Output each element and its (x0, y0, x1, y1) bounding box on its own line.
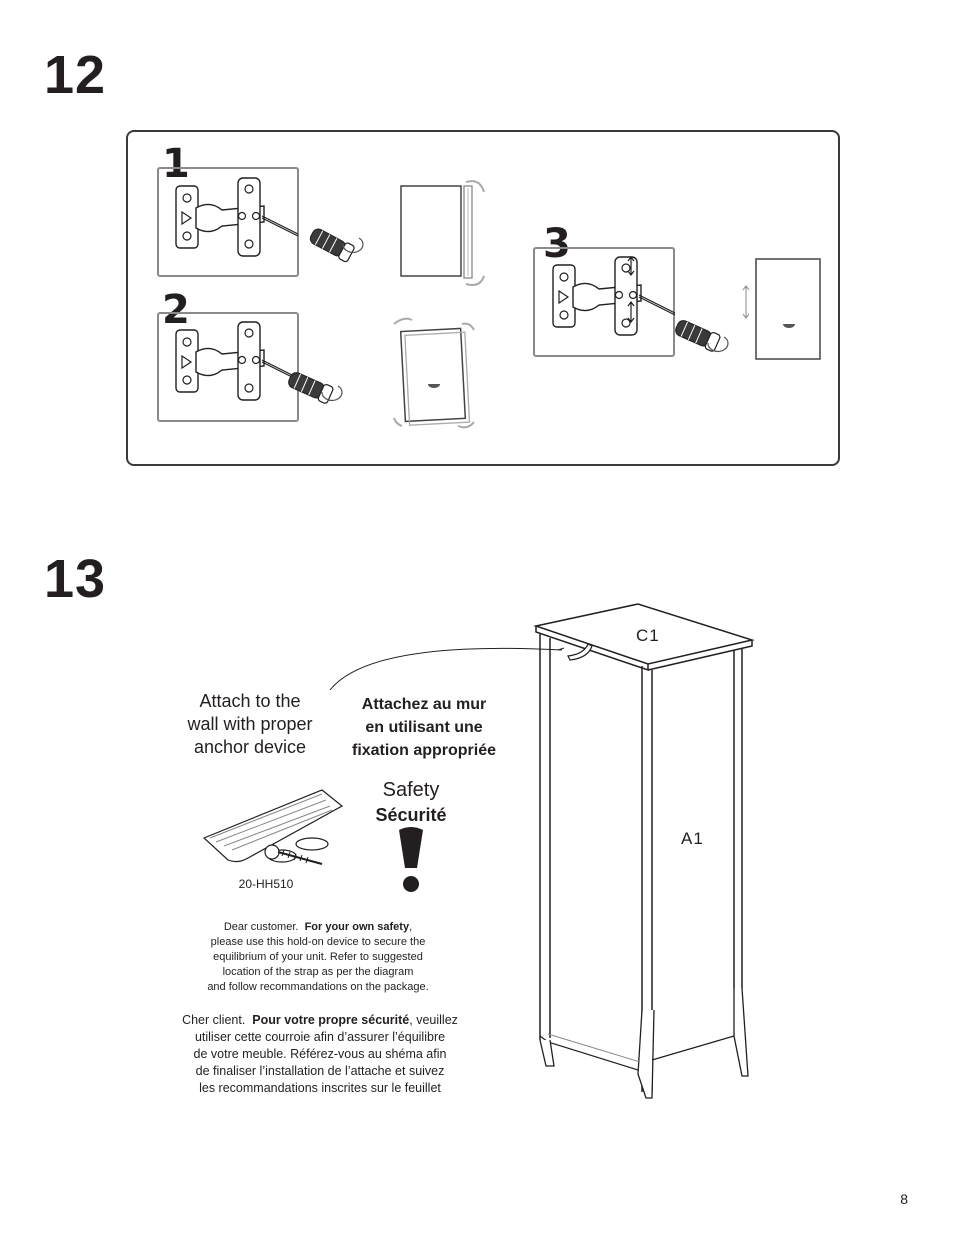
attach-instruction-fr: Attachez au mur en utilisant une fixatio… (342, 693, 506, 762)
notice-en-lead: Dear customer. (223, 921, 299, 933)
notice-en-line: location of the strap as per the diagram (222, 966, 414, 978)
notice-fr-bold: Pour votre propre sécurité (252, 1013, 410, 1027)
safety-label-en: Safety (382, 779, 440, 801)
notice-fr-lead: Cher client. (182, 1013, 246, 1027)
notice-fr-line: de finaliser l’installation de l’attache… (195, 1064, 445, 1078)
part-label-a1: A1 (681, 829, 704, 848)
attach-fr-line: Attachez au mur (361, 696, 487, 713)
safety-notice-en: Dear customer. For your own safety, plea… (170, 920, 466, 995)
part-code: 20-HH510 (238, 877, 294, 891)
notice-en-line: please use this hold-on device to secure… (210, 936, 426, 948)
hinge-detail-3 (533, 247, 675, 357)
notice-fr-after: , veuillez (409, 1013, 458, 1027)
notice-en-after: , (409, 921, 413, 933)
screw-icon (264, 844, 323, 865)
safety-notice-fr: Cher client. Pour votre propre sécurité,… (168, 1012, 472, 1097)
sub-step-3-label: 3 (543, 221, 571, 267)
step-number-12: 12 (44, 45, 107, 105)
step-12-panel: 1 2 3 (126, 130, 840, 466)
page-number: 8 (900, 1191, 908, 1207)
sub-step-2-label: 2 (162, 287, 190, 333)
rotation-arrow-icon (321, 237, 729, 401)
hinge-illustrations (175, 177, 729, 405)
strap-icon (202, 789, 344, 865)
attach-fr-line: fixation appropriée (351, 742, 497, 759)
notice-fr-line: de votre meuble. Référez-vous au shéma a… (193, 1047, 447, 1061)
door-panel-icon (393, 180, 821, 429)
part-label-c1: C1 (636, 626, 660, 645)
attach-fr-line: en utilisant une (365, 719, 483, 736)
notice-en-bold: For your own safety (304, 921, 410, 933)
sub-step-1-label: 1 (162, 141, 190, 187)
notice-en-line: and follow recommandations on the packag… (207, 981, 429, 993)
attach-en-line: anchor device (193, 737, 307, 757)
notice-fr-line: les recommandations inscrites sur le feu… (199, 1081, 441, 1095)
step-number-13: 13 (44, 549, 107, 609)
safety-label-fr: Sécurité (375, 805, 447, 825)
notice-en-line: equilibrium of your unit. Refer to sugge… (213, 951, 423, 963)
attach-instruction-en: Attach to the wall with proper anchor de… (170, 690, 330, 759)
hinge-detail-2 (157, 312, 299, 422)
hinge-detail-1 (157, 167, 299, 277)
attach-en-line: Attach to the (199, 691, 301, 711)
notice-fr-line: utiliser cette courroie afin d’assurer l… (194, 1030, 446, 1044)
exclamation-icon (399, 827, 423, 892)
attach-en-line: wall with proper (187, 714, 313, 734)
